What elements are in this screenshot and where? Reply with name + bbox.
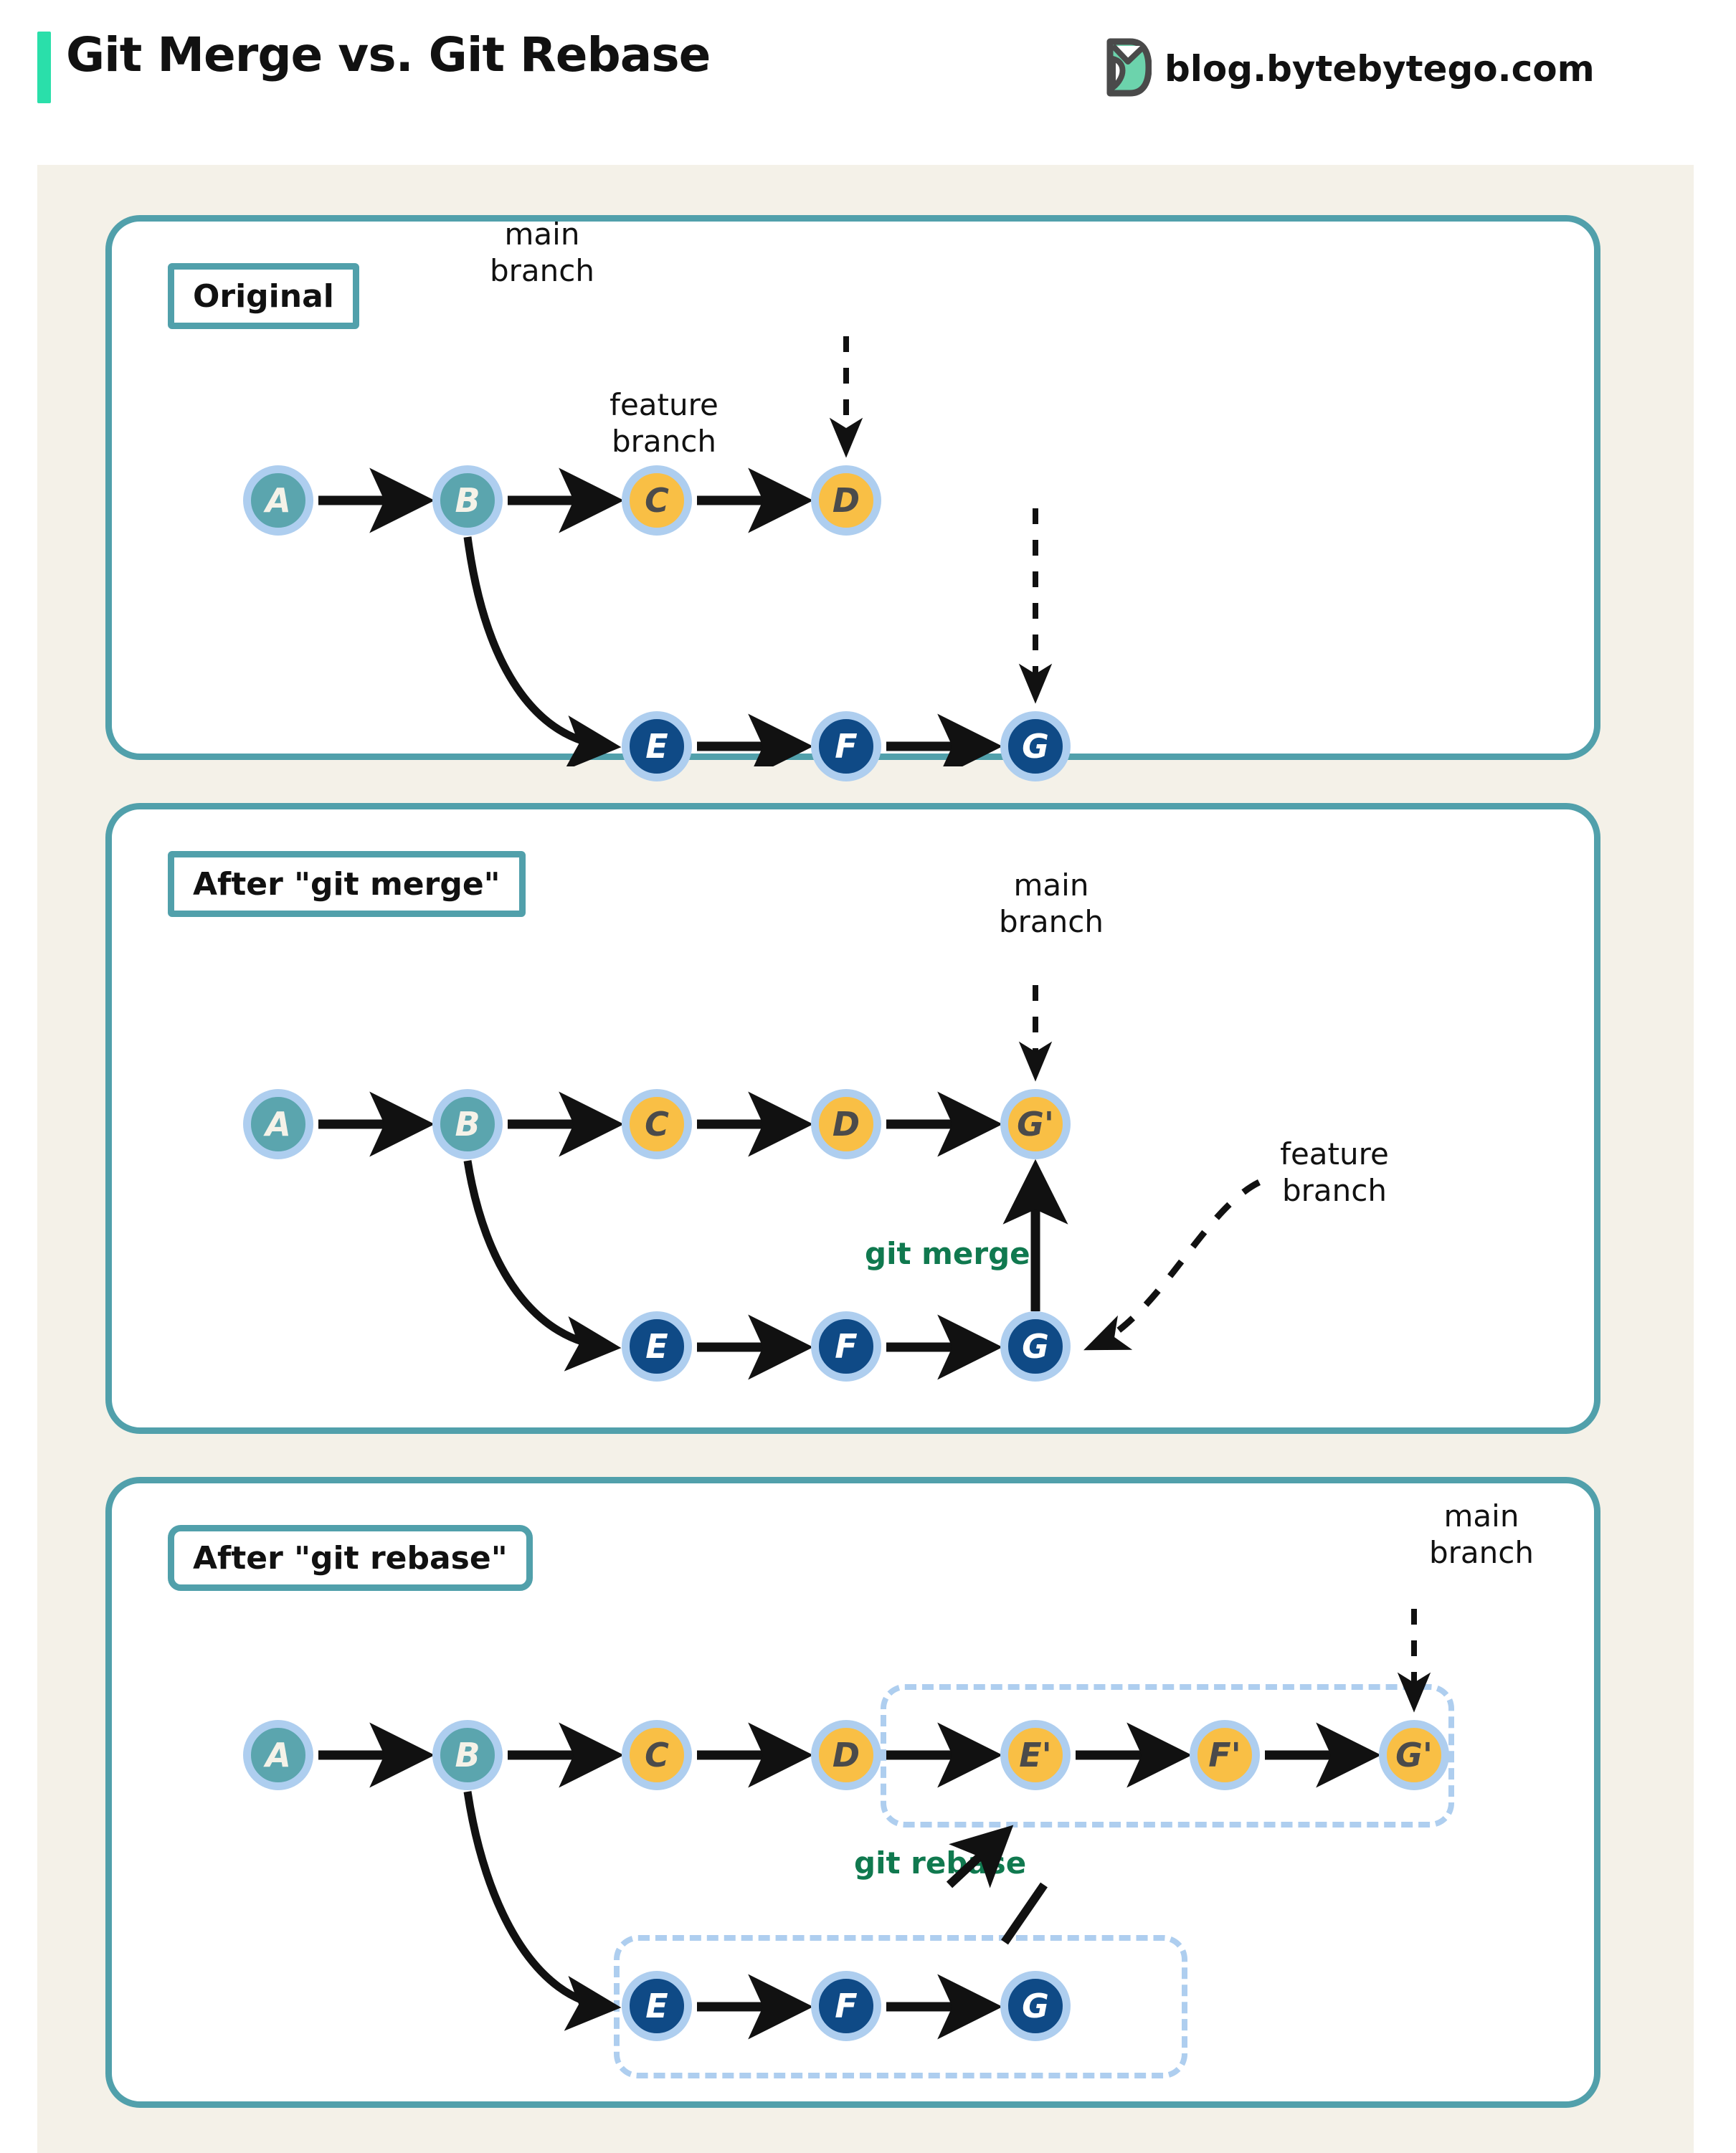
commit-node-g-prime[interactable]: G' [1379, 1720, 1449, 1790]
panel-chip-merge: After "git merge" [168, 851, 526, 917]
feature-branch-label-original: feature branch [610, 387, 718, 460]
brand-block: blog.bytebytego.com [1104, 37, 1595, 100]
commit-node-d[interactable]: D [811, 465, 881, 536]
commit-node-g-prime[interactable]: G' [1000, 1089, 1071, 1159]
commit-node-e[interactable]: E [622, 1971, 692, 2041]
title-accent-bar [37, 32, 51, 103]
git-merge-operation-label: git merge [865, 1236, 1030, 1271]
main-branch-label-original: main branch [490, 217, 594, 289]
page-title: Git Merge vs. Git Rebase [66, 27, 711, 82]
commit-node-e-prime[interactable]: E' [1000, 1720, 1071, 1790]
panel-rebase: After "git rebase" main branch git rebas… [105, 1477, 1600, 2108]
commit-node-f[interactable]: F [811, 1971, 881, 2041]
commit-node-f[interactable]: F [811, 711, 881, 781]
main-branch-label-rebase: main branch [1429, 1498, 1534, 1571]
rebased-commits-group [881, 1684, 1454, 1828]
page-header: Git Merge vs. Git Rebase blog.bytebytego… [0, 0, 1736, 165]
commit-node-g[interactable]: G [1000, 711, 1071, 781]
commit-node-e[interactable]: E [622, 711, 692, 781]
commit-node-b[interactable]: B [432, 1089, 503, 1159]
commit-node-d[interactable]: D [811, 1720, 881, 1790]
panel-original: Original main branch feature branch A B … [105, 215, 1600, 781]
diagram-canvas: Original main branch feature branch A B … [37, 165, 1694, 2153]
commit-node-g[interactable]: G [1000, 1311, 1071, 1382]
panel-merge: After "git merge" main branch feature br… [105, 803, 1600, 1434]
commit-node-f[interactable]: F [811, 1311, 881, 1382]
panel-chip-rebase: After "git rebase" [168, 1525, 533, 1591]
commit-node-f-prime[interactable]: F' [1190, 1720, 1260, 1790]
commit-node-g[interactable]: G [1000, 1971, 1071, 2041]
commit-node-a[interactable]: A [243, 465, 313, 536]
commit-node-c[interactable]: C [622, 1720, 692, 1790]
main-branch-label-merge: main branch [999, 868, 1104, 940]
commit-node-a[interactable]: A [243, 1720, 313, 1790]
git-rebase-operation-label: git rebase [854, 1845, 1027, 1881]
commit-node-c[interactable]: C [622, 1089, 692, 1159]
commit-node-a[interactable]: A [243, 1089, 313, 1159]
feature-branch-label-merge: feature branch [1280, 1136, 1389, 1209]
commit-node-e[interactable]: E [622, 1311, 692, 1382]
commit-node-b[interactable]: B [432, 465, 503, 536]
brand-label: blog.bytebytego.com [1165, 48, 1595, 90]
panel-chip-original: Original [168, 263, 359, 329]
commit-node-b[interactable]: B [432, 1720, 503, 1790]
commit-node-d[interactable]: D [811, 1089, 881, 1159]
original-feature-commits-group [614, 1935, 1187, 2078]
commit-node-c[interactable]: C [622, 465, 692, 536]
bytebytego-logo-icon [1104, 37, 1152, 100]
